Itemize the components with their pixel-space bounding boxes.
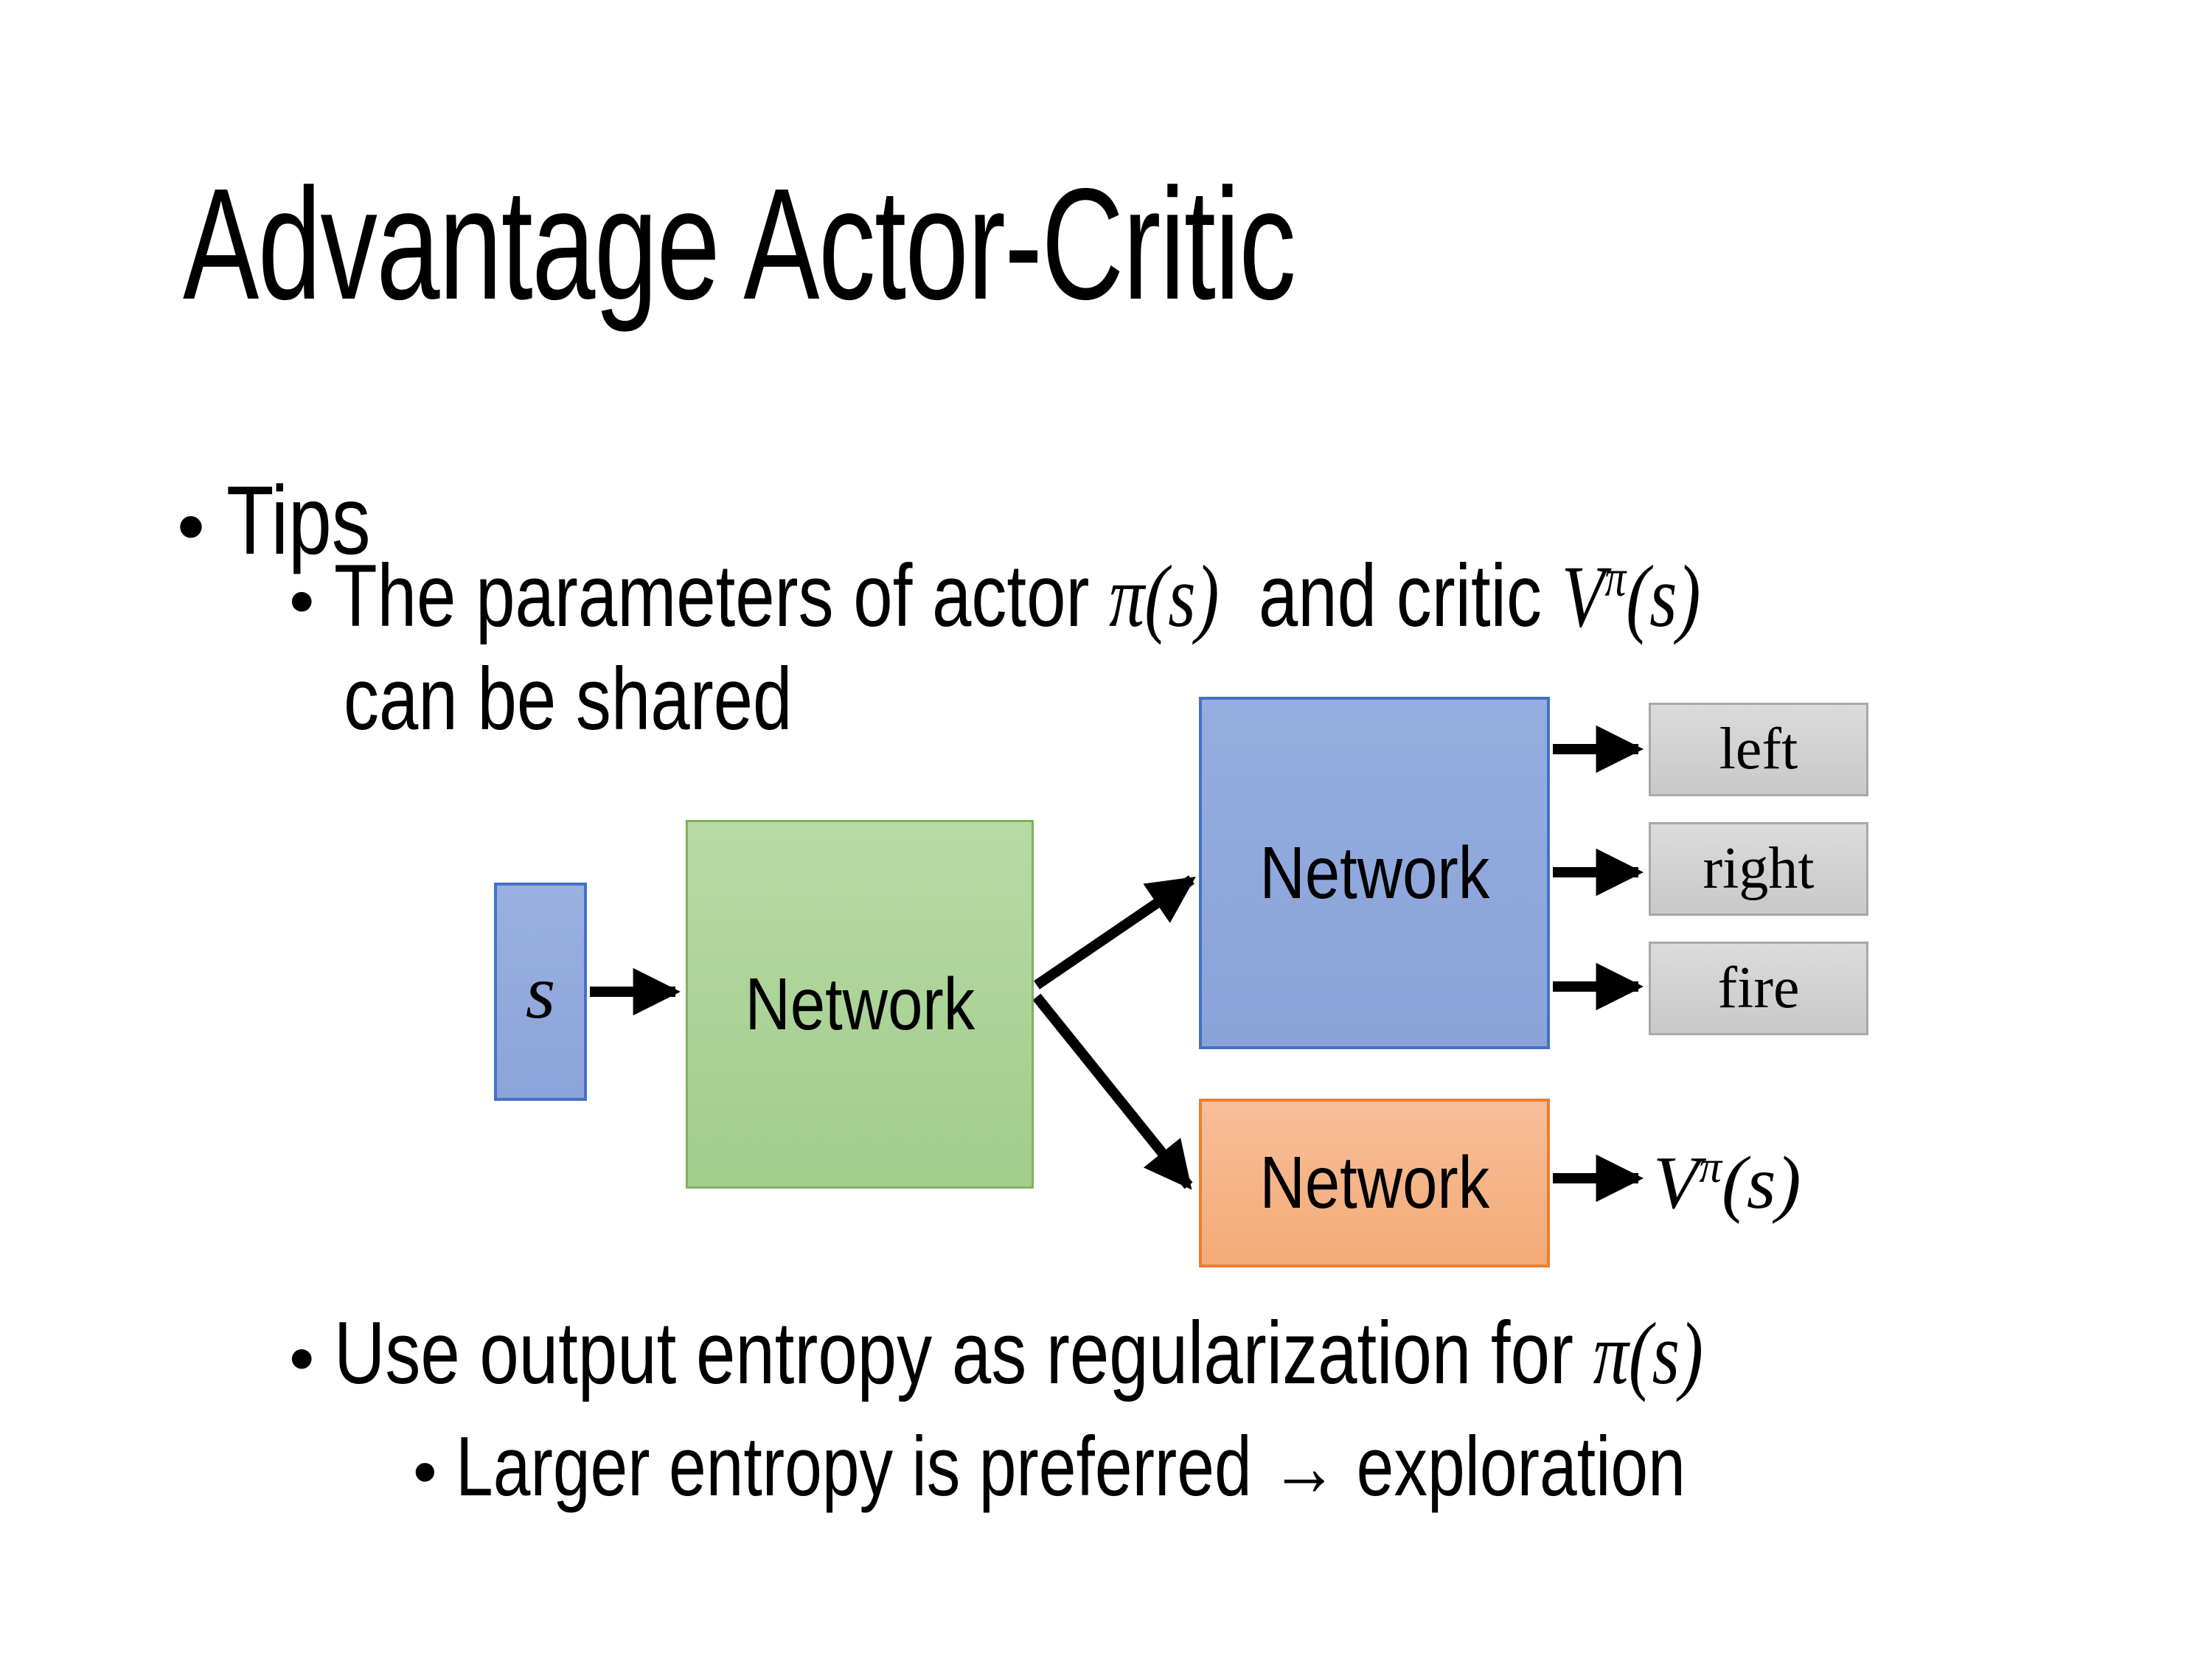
action-box-right: right: [1649, 822, 1868, 916]
action-label-left: left: [1719, 717, 1798, 782]
bullet-dot: •: [413, 1433, 437, 1510]
action-label-fire: fire: [1717, 956, 1800, 1020]
shared-cont-text: can be shared: [344, 650, 793, 748]
shared-pre-text: The parameters of actor: [334, 546, 1110, 645]
shared-network-label: Network: [745, 962, 975, 1046]
arrow-shared-to-critic: [1032, 993, 1193, 1190]
critic-value-superscript: π: [1604, 549, 1627, 608]
value-output-text: Vπ(s): [1653, 1139, 1801, 1226]
action-box-fire: fire: [1649, 942, 1868, 1035]
action-box-left: left: [1649, 703, 1868, 796]
state-box: s: [494, 883, 587, 1101]
critic-value-args: (s): [1626, 547, 1701, 645]
bullet-line-tips: •Tips: [177, 463, 407, 578]
value-superscript: π: [1699, 1142, 1722, 1192]
action-label-right: right: [1703, 836, 1815, 901]
entropy-policy-math: π(s): [1593, 1304, 1704, 1402]
actor-policy-math: π(s): [1109, 547, 1220, 645]
state-label: s: [525, 949, 556, 1034]
actor-network-label: Network: [1259, 831, 1489, 914]
shared-parameters-text: The parameters of actor π(s) and critic …: [334, 544, 1701, 649]
shared-network-box: Network: [686, 820, 1034, 1189]
value-base: V: [1653, 1141, 1700, 1225]
critic-network-box: Network: [1199, 1099, 1550, 1267]
actor-network-box: Network: [1199, 697, 1550, 1049]
critic-network-label: Network: [1259, 1141, 1489, 1224]
value-args: (s): [1721, 1141, 1801, 1225]
entropy-text: Use output entropy as regularization for…: [334, 1301, 1703, 1406]
exploration-text: Larger entropy is preferred → exploratio…: [455, 1420, 1686, 1514]
tips-label: Tips: [226, 466, 371, 574]
arrow-shared-to-actor: [1034, 875, 1196, 990]
critic-value-base: V: [1561, 547, 1605, 645]
shared-mid-text: and critic: [1219, 546, 1562, 645]
page-title: Advantage Actor-Critic: [183, 164, 1728, 323]
bullet-line-entropy: •Use output entropy as regularization fo…: [289, 1301, 2045, 1406]
page-title-text: Advantage Actor-Critic: [183, 155, 1296, 333]
bullet-line-shared-continuation: can be shared: [344, 647, 905, 752]
bullet-line-shared-parameters: •The parameters of actor π(s) and critic…: [289, 544, 2042, 649]
bullet-line-exploration: •Larger entropy is preferred → explorati…: [413, 1418, 1993, 1517]
entropy-pre-text: Use output entropy as regularization for: [334, 1304, 1593, 1402]
bullet-dot: •: [289, 1318, 315, 1399]
bullet-dot: •: [177, 481, 205, 571]
bullet-dot: •: [289, 560, 315, 641]
